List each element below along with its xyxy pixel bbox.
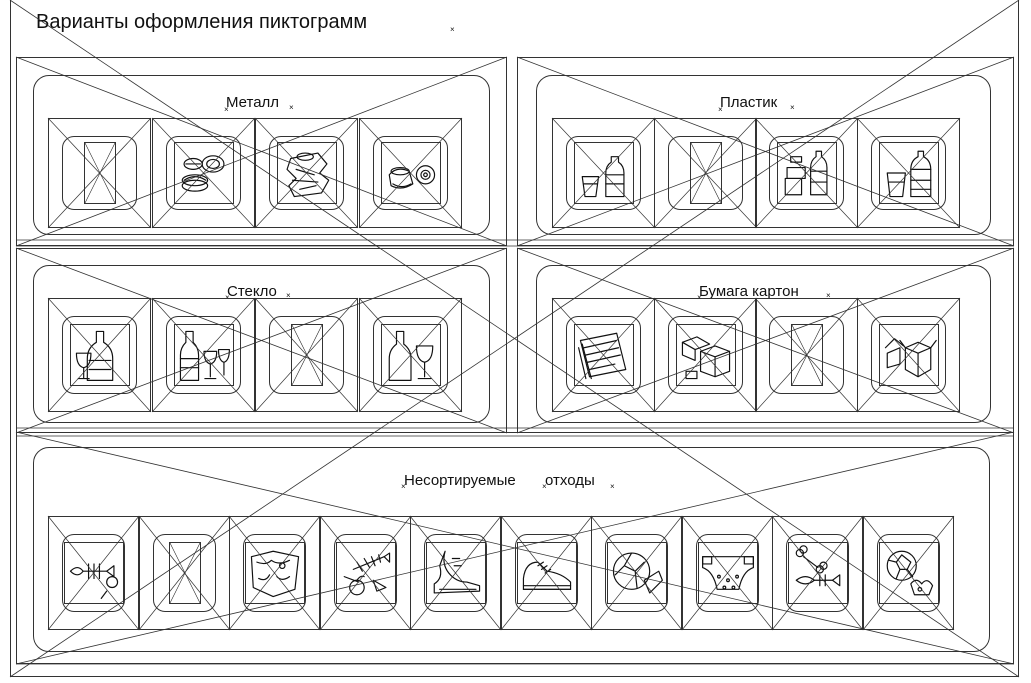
ball-toy-icon[interactable] (879, 542, 939, 604)
bottles-glasses-icon[interactable] (174, 324, 234, 386)
unsorted-label-part1: Несортируемые (404, 472, 516, 489)
sneaker-icon[interactable] (517, 542, 577, 604)
anchor-mark: × (610, 482, 615, 491)
empty-slot (690, 142, 722, 204)
boxes-icon[interactable] (676, 324, 736, 386)
crushed-can-icon[interactable] (277, 142, 337, 204)
anchor-mark: × (289, 103, 294, 112)
metal-label: Металл (226, 94, 280, 111)
empty-slot (291, 324, 323, 386)
bottle-wineglass-icon[interactable] (381, 324, 441, 386)
anchor-mark: × (718, 105, 723, 114)
open-boxes-icon[interactable] (879, 324, 939, 386)
fish-apple-icon[interactable] (336, 542, 396, 604)
plastic-containers-icon[interactable] (777, 142, 837, 204)
bottle-glass-icon[interactable] (70, 324, 130, 386)
rags-icon[interactable] (245, 542, 305, 604)
cup-bottle-icon[interactable] (879, 142, 939, 204)
unsorted-label-part2: отходы (545, 472, 595, 489)
plastic-label: Пластик (720, 94, 778, 111)
anchor-mark: × (401, 482, 406, 491)
anchor-mark: × (542, 482, 547, 491)
fish-cans-icon[interactable] (174, 142, 234, 204)
bone-icon[interactable] (788, 542, 848, 604)
diaper-icon[interactable] (698, 542, 758, 604)
anchor-mark: × (224, 105, 229, 114)
anchor-mark: × (790, 103, 795, 112)
glass-bottle-icon[interactable] (574, 142, 634, 204)
fish-bone-icon[interactable] (64, 542, 124, 604)
cans-icon[interactable] (381, 142, 441, 204)
empty-slot (169, 542, 201, 604)
ball-trash-icon[interactable] (607, 542, 667, 604)
empty-slot (84, 142, 116, 204)
empty-slot (791, 324, 823, 386)
newspaper-icon[interactable] (574, 324, 634, 386)
shoe-icon[interactable] (426, 542, 486, 604)
